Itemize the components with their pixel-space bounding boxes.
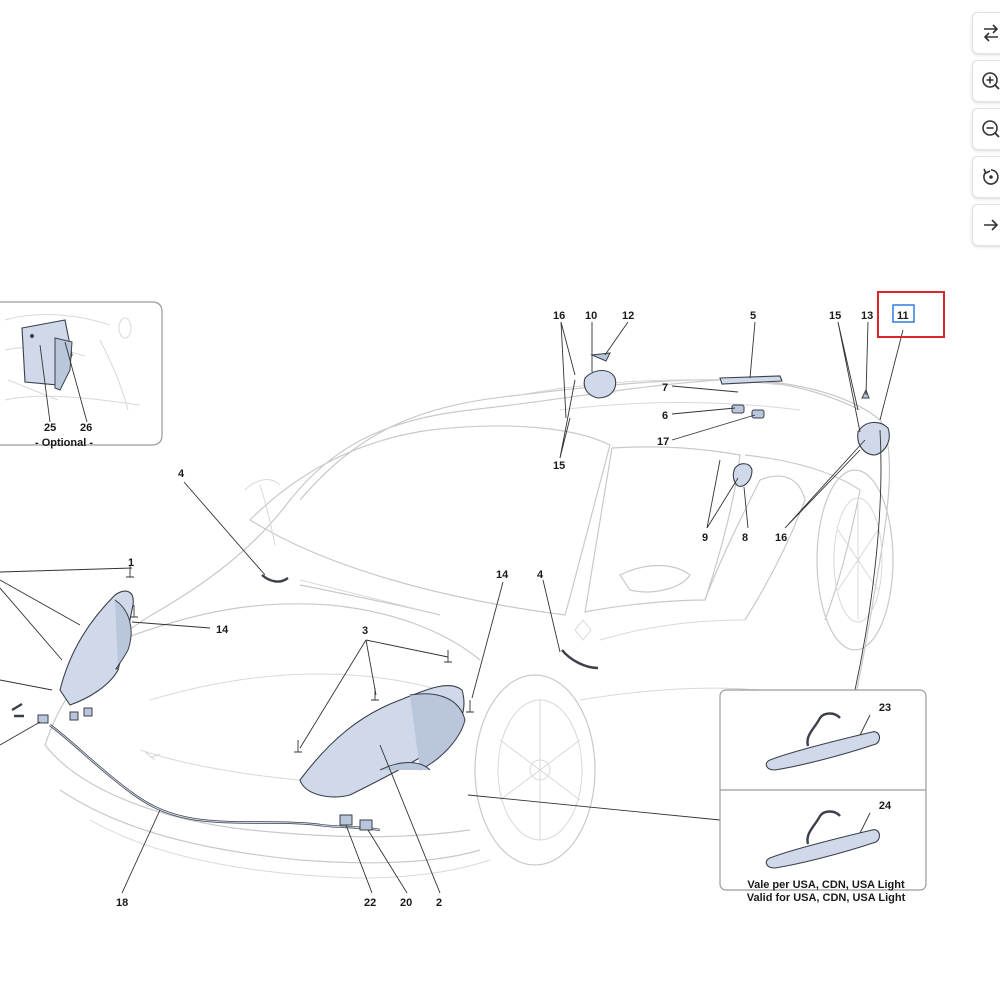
callout-20[interactable]: 20: [400, 897, 412, 909]
callout-15-center[interactable]: 15: [553, 460, 565, 472]
callout-14-right[interactable]: 14: [496, 569, 509, 581]
callout-26: 26: [80, 422, 92, 434]
callout-22[interactable]: 22: [364, 897, 376, 909]
callout-10[interactable]: 10: [585, 310, 597, 322]
callout-7[interactable]: 7: [662, 382, 668, 394]
usa-caption-italian: Vale per USA, CDN, USA Light: [747, 879, 905, 891]
callout-24: 24: [879, 800, 892, 812]
callout-18[interactable]: 18: [116, 897, 128, 909]
callout-8[interactable]: 8: [742, 532, 748, 544]
callout-4-right[interactable]: 4: [537, 569, 544, 581]
side-marker-part[interactable]: [732, 463, 753, 487]
leader-lines: [0, 321, 904, 894]
left-headlight-part[interactable]: [59, 590, 134, 706]
callout-23: 23: [879, 702, 891, 714]
rear-light-left-part[interactable]: [583, 369, 617, 399]
rear-light-right-part[interactable]: [857, 421, 890, 456]
usa-inset: 23 24 Vale per USA, CDN, USA Light Valid…: [719, 689, 927, 904]
callout-6[interactable]: 6: [662, 410, 668, 422]
collapse-arrow-icon: [984, 219, 999, 231]
callout-1[interactable]: 1: [128, 557, 134, 569]
side-reflector-23-part[interactable]: [765, 731, 881, 771]
third-brake-light-part[interactable]: [719, 375, 783, 385]
callout-16-side[interactable]: 16: [775, 532, 787, 544]
callout-5[interactable]: 5: [750, 310, 756, 322]
callout-14-left[interactable]: 14: [216, 624, 229, 636]
optional-inset: 25 26 - Optional -: [0, 301, 163, 449]
selected-callout-highlight: [877, 291, 945, 338]
zoom-in-button[interactable]: [972, 60, 1000, 102]
usa-caption-english: Valid for USA, CDN, USA Light: [747, 892, 906, 904]
callout-15-rear-right[interactable]: 15: [829, 310, 841, 322]
zoom-in-icon: [982, 72, 1000, 90]
zoom-out-button[interactable]: [972, 108, 1000, 150]
zoom-out-icon: [982, 120, 1000, 138]
callout-2[interactable]: 2: [436, 897, 442, 909]
reset-rotate-button[interactable]: [972, 156, 1000, 198]
callout-13[interactable]: 13: [861, 310, 873, 322]
swap-view-button[interactable]: [972, 12, 1000, 54]
swap-icon: [983, 24, 999, 42]
callout-12[interactable]: 12: [622, 310, 634, 322]
viewer-toolbar: [972, 12, 1000, 252]
car-outline: [44, 379, 894, 879]
callout-16-top[interactable]: 16: [553, 310, 565, 322]
callout-25: 25: [44, 422, 56, 434]
optional-caption: - Optional -: [35, 437, 93, 449]
callout-11[interactable]: 11: [897, 310, 909, 322]
side-reflector-24-part[interactable]: [765, 829, 881, 869]
callout-9[interactable]: 9: [702, 532, 708, 544]
callout-17[interactable]: 17: [657, 436, 669, 448]
parts: [11, 352, 890, 832]
collapse-panel-button[interactable]: [972, 204, 1000, 246]
rotate-icon: [983, 168, 999, 185]
callout-4-left[interactable]: 4: [178, 468, 185, 480]
callout-labels: 1 2 3 4 4 5 6 7 8 9 10 11 12 13 14 14 15…: [116, 310, 909, 909]
callout-3[interactable]: 3: [362, 625, 368, 637]
